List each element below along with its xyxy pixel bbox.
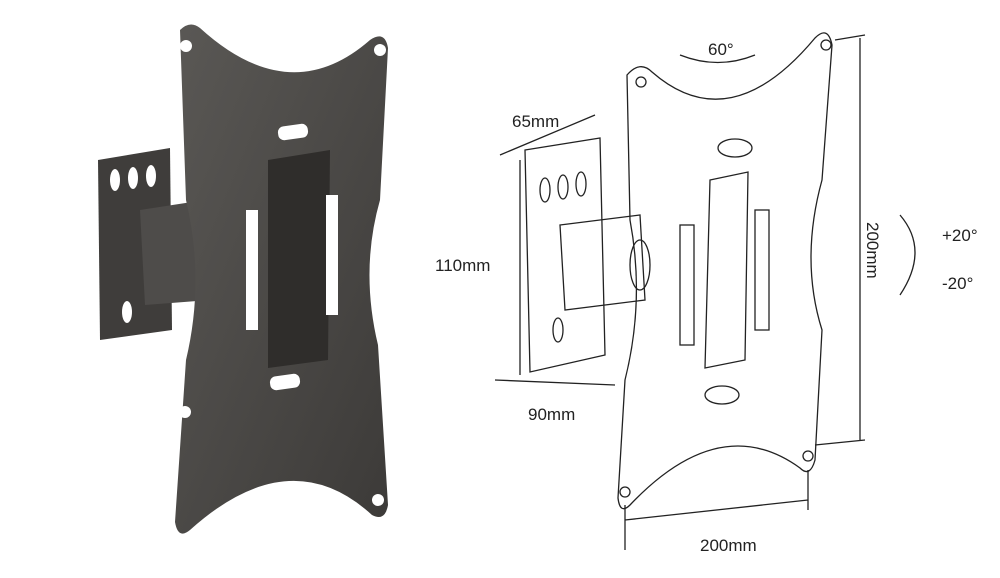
tilt-down-label: -20°: [942, 274, 974, 293]
vesa-plate-outline: [617, 32, 833, 510]
height-label: 110mm: [435, 256, 491, 275]
wall-plate-outline: [524, 137, 606, 373]
depth-label: 65mm: [512, 112, 560, 131]
extension-label: 90mm: [528, 405, 576, 424]
vesa-height-label: 200mm: [863, 222, 882, 279]
vesa-width-label: 200mm: [700, 536, 757, 555]
rotation-arrow: [679, 54, 756, 64]
rotation-label: 60°: [708, 40, 734, 59]
tilt-arrow: [899, 214, 916, 296]
tilt-up-label: +20°: [942, 226, 978, 245]
